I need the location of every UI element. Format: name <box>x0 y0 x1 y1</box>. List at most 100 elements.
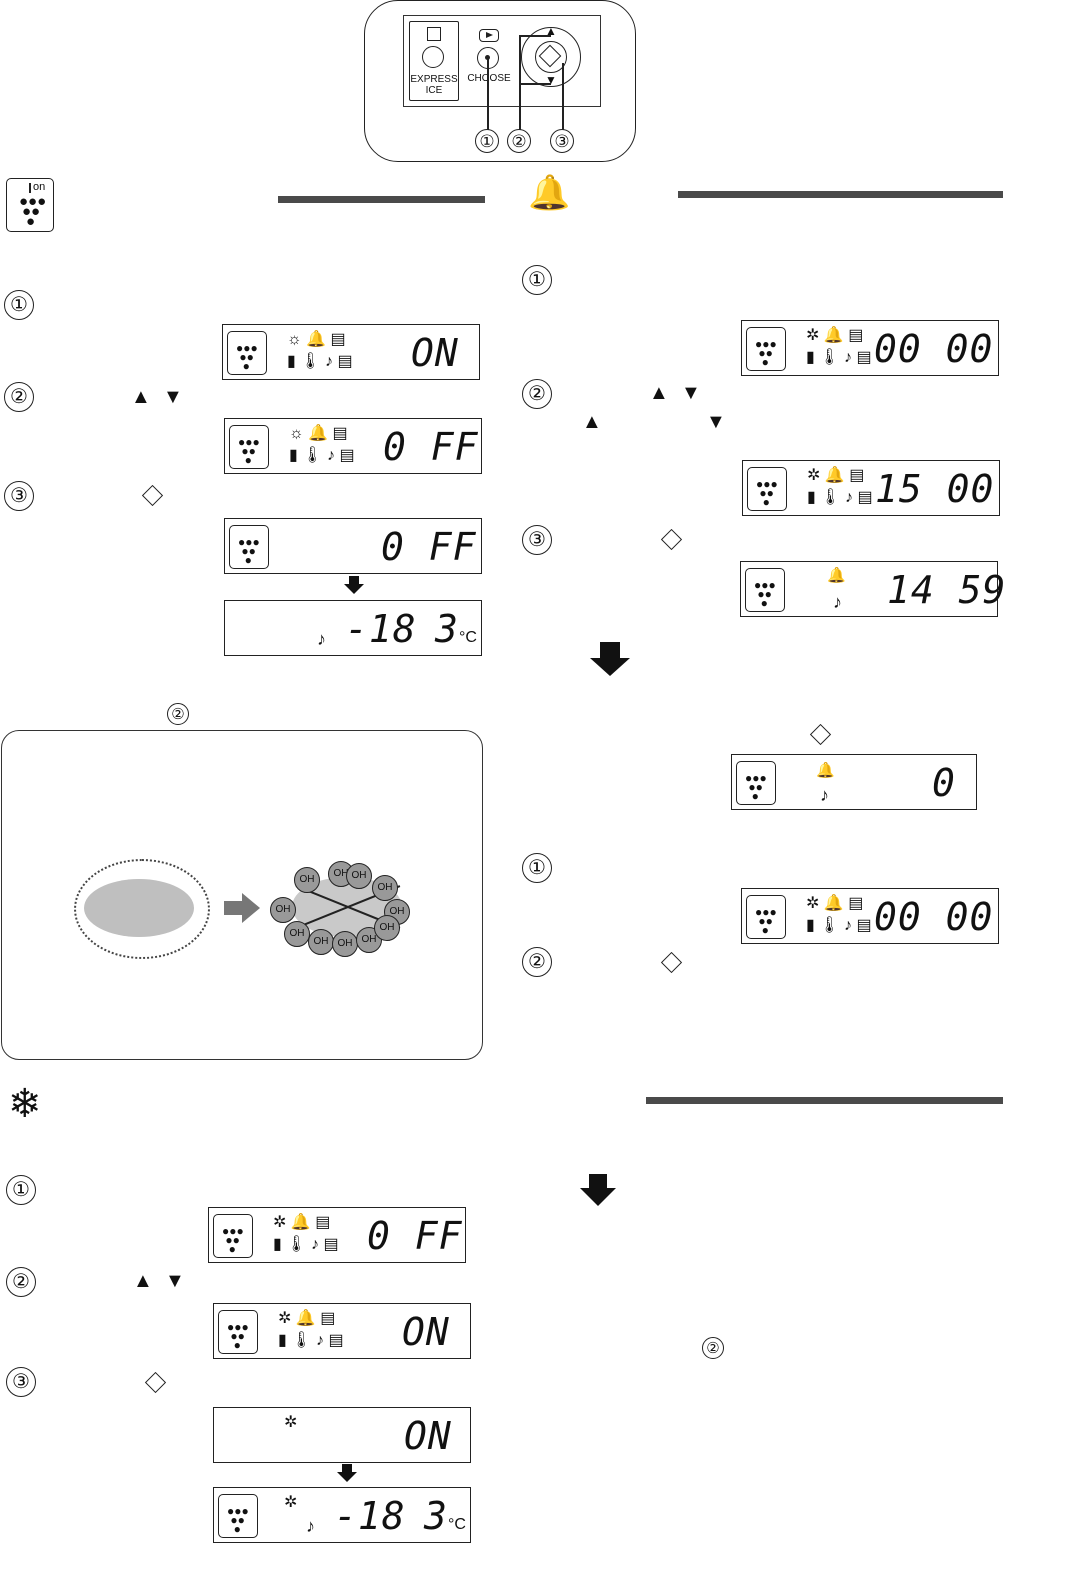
alarm-lcd-5-value: 00 00 <box>874 895 994 939</box>
ion-up-arrow-icon: ▲ <box>131 386 151 408</box>
freeze-step-1: ① <box>6 1175 36 1205</box>
alarm-note-marker: ② <box>702 1337 724 1359</box>
freeze-lcd-4: ●●● ●● ● ✲ ♪ -18 3 °C <box>213 1487 471 1543</box>
grape-ion-icon: on ●●● ●● ● <box>6 178 54 232</box>
callout-3: ③ <box>550 129 574 153</box>
grape-ion-icon: ●●● ●● ● <box>745 568 785 612</box>
choose-label: CHOOSE <box>467 73 511 84</box>
alarm-lcd-5: ●●● ●● ● ✲ 🔔 ▤▮ 🌡 ♪ ▤ 00 00 <box>741 888 999 944</box>
oh-ion: OH <box>284 921 310 947</box>
ion-lcd-2-value: 0 FF <box>383 425 479 469</box>
express-label: EXPRESS <box>410 74 458 85</box>
grape-ion-icon: ●●● ●● ● <box>229 525 269 569</box>
ion-down-arrow-icon: ▼ <box>163 386 183 408</box>
alarm-step-2: ② <box>522 379 552 409</box>
freeze-step-3: ③ <box>6 1367 36 1397</box>
alarm-step-1: ① <box>522 265 552 295</box>
music-note-icon: ♪ <box>820 785 829 805</box>
oh-ion: OH <box>294 867 320 893</box>
panel-inner-frame <box>403 15 601 107</box>
alarm-down-arrow-icon-2: ▼ <box>706 411 726 433</box>
alarm-lcd-2-value: 15 00 <box>875 467 995 511</box>
freeze-lcd-1-value: 0 FF <box>367 1214 463 1258</box>
down-arrow-head-2 <box>580 1188 616 1206</box>
ion-lcd-4: ♪ -18 3 °C <box>224 600 482 656</box>
oh-ion: OH <box>332 931 358 957</box>
ion-lcd-4-decimal: 3 <box>435 607 459 651</box>
ion-section-rule <box>278 196 485 203</box>
freeze-lcd-2: ●●● ●● ● ✲ 🔔 ▤▮ 🌡 ♪ ▤ ON <box>213 1303 471 1359</box>
down-arrow-head <box>344 584 364 594</box>
alarm-b-step-2: ② <box>522 947 552 977</box>
big-down-arrow-head <box>590 658 630 676</box>
ion-step-1: ① <box>4 290 34 320</box>
dial-center[interactable] <box>535 41 567 73</box>
freeze-start-icon <box>144 1371 167 1394</box>
down-arrow-head-3 <box>337 1472 357 1482</box>
freeze-down-arrow-icon: ▼ <box>165 1270 185 1292</box>
arrow-right-head <box>242 893 260 923</box>
oh-ion: OH <box>270 897 296 923</box>
callout-2: ② <box>507 129 531 153</box>
alarm-start-icon <box>660 528 683 551</box>
freeze-lcd-4-temp: -18 <box>334 1494 406 1538</box>
grape-ion-icon: ●●● ●● ● <box>227 331 267 375</box>
freeze-lcd-4-decimal: 3 <box>424 1494 448 1538</box>
grape-ion-icon: ●●● ●● ● <box>746 895 786 939</box>
express-circle-icon <box>422 46 444 68</box>
down-arrow-icon-3 <box>342 1464 352 1472</box>
alarm-step-3: ③ <box>522 525 552 555</box>
snowflake-icon: ❄ <box>8 1082 42 1126</box>
callout-1: ① <box>475 129 499 153</box>
status-icons: ✲ 🔔 ▤▮ 🌡 ♪ ▤ <box>806 327 872 366</box>
alarm-down-arrow-icon: ▼ <box>681 382 701 404</box>
control-panel: EXPRESS ICE CHOOSE ▲ ▼ ① ② ③ <box>364 0 636 162</box>
snowflake-icon: ✲ <box>284 1494 298 1511</box>
choose-play-icon <box>479 29 499 42</box>
alarm-lcd-1: ●●● ●● ● ✲ 🔔 ▤▮ 🌡 ♪ ▤ 00 00 <box>741 320 999 376</box>
ion-step-2: ② <box>4 382 34 412</box>
ion-step-3: ③ <box>4 481 34 511</box>
alarm-start-icon-3 <box>660 951 683 974</box>
grape-ion-icon: ●●● ●● ● <box>736 761 776 805</box>
alarm-start-icon-2 <box>809 723 832 746</box>
freeze-lcd-3: ✲ ON <box>213 1407 471 1463</box>
grape-ion-icon: ●●● ●● ● <box>218 1494 258 1538</box>
grape-ion-icon: ●●● ●● ● <box>218 1310 258 1354</box>
ion-lcd-1: ●●● ●● ● ☼ 🔔 ▤▮ 🌡 ♪ ▤ ON <box>222 324 480 380</box>
music-note-icon: ♪ <box>317 629 326 649</box>
alarm-b-step-1: ① <box>522 853 552 883</box>
ion-lcd-4-unit: °C <box>459 629 477 646</box>
freeze-lcd-2-value: ON <box>402 1310 450 1354</box>
down-arrow-icon: ▼ <box>545 73 557 87</box>
status-icons: ✲ 🔔 ▤▮ 🌡 ♪ ▤ <box>807 467 873 506</box>
freeze-lcd-3-value: ON <box>404 1414 452 1458</box>
alarm-lcd-1-value: 00 00 <box>874 327 994 371</box>
freeze-step-2: ② <box>6 1267 36 1297</box>
dial-ring[interactable] <box>521 27 581 87</box>
snowflake-icon: ✲ <box>284 1414 298 1431</box>
right-section-rule <box>646 1097 1003 1104</box>
oh-ion: OH <box>374 915 400 941</box>
ion-cloud-before <box>74 859 210 959</box>
oh-ion: OH <box>346 863 372 889</box>
down-arrow-icon-2 <box>589 1174 607 1188</box>
freeze-up-arrow-icon: ▲ <box>133 1270 153 1292</box>
grape-ion-icon: ●●● ●● ● <box>746 327 786 371</box>
grape-ion-icon: ●●● ●● ● <box>213 1214 253 1258</box>
alarm-lcd-2: ●●● ●● ● ✲ 🔔 ▤▮ 🌡 ♪ ▤ 15 00 <box>742 460 1000 516</box>
ice-cube-icon <box>427 27 441 41</box>
status-icons: ✲ 🔔 ▤▮ 🌡 ♪ ▤ <box>806 895 872 934</box>
ion-lcd-1-value: ON <box>411 331 459 375</box>
ion-diagram-box: OH OH OH OH OH OH OH OH OH OH OH <box>1 730 483 1060</box>
ion-lcd-2: ●●● ●● ● ☼ 🔔 ▤▮ 🌡 ♪ ▤ 0 FF <box>224 418 482 474</box>
grape-ion-icon: ●●● ●● ● <box>747 467 787 511</box>
arrow-right-icon <box>224 901 242 915</box>
alarm-up-arrow-icon-2: ▲ <box>582 411 602 433</box>
alarm-up-arrow-icon: ▲ <box>649 382 669 404</box>
alarm-section-rule <box>678 191 1003 198</box>
status-icons: ☼ 🔔 ▤▮ 🌡 ♪ ▤ <box>289 425 355 464</box>
ion-lcd-4-temp: -18 <box>345 607 417 651</box>
status-icons: ☼ 🔔 ▤▮ 🌡 ♪ ▤ <box>287 331 353 370</box>
express-ice-button[interactable]: EXPRESS ICE <box>409 21 459 101</box>
